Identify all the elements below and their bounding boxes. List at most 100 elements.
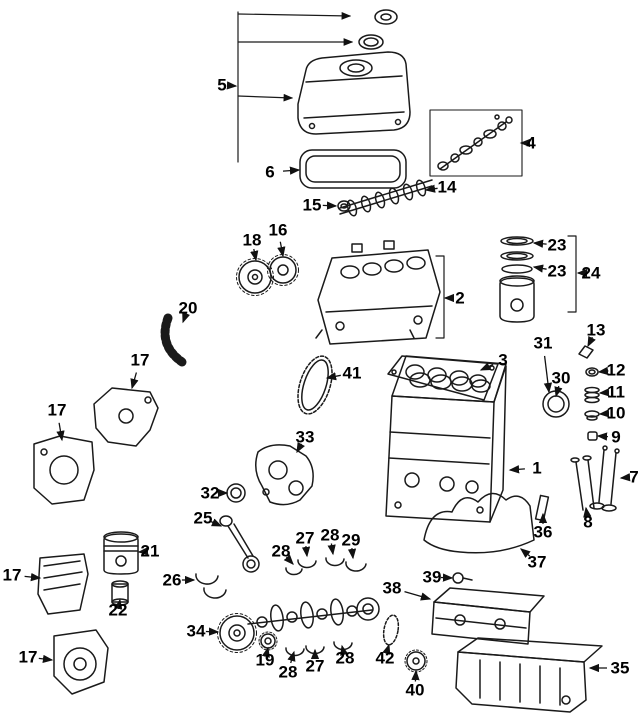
leader-line-5-0 [226, 81, 238, 90]
callout-9-22: 9 [611, 427, 621, 447]
callout-17-49: 17 [18, 647, 38, 667]
rocker-assembly-art [429, 109, 523, 177]
leader-line-1-25 [508, 465, 525, 474]
leader-line-37-31 [519, 548, 531, 558]
oil-cap-art [358, 9, 398, 50]
callout-28-45: 28 [335, 648, 355, 668]
callout-17-21: 17 [47, 400, 67, 420]
callout-24-9: 24 [581, 263, 601, 283]
callout-28-43: 28 [278, 662, 298, 682]
bracket-5 [237, 11, 354, 163]
leader-line-13-12 [587, 336, 596, 348]
leader-line-29-35 [347, 548, 357, 560]
leader-line-17-49 [38, 654, 54, 664]
callout-41-15: 41 [342, 363, 362, 383]
leader-line-28-33 [283, 554, 294, 565]
oil-pan-art [455, 637, 603, 713]
leader-line-20-11 [182, 312, 191, 324]
leader-line-30-16 [554, 385, 563, 398]
callout-23-7: 23 [547, 235, 567, 255]
valve-cover-art [297, 51, 411, 135]
shield-plate-art [37, 553, 109, 695]
callout-42-46: 42 [375, 648, 395, 668]
leader-line-15-4 [322, 201, 338, 210]
callout-34-41: 34 [186, 621, 206, 641]
callout-17-36: 17 [2, 565, 22, 585]
cylinder-head-art [315, 240, 445, 345]
callout-13-12: 13 [586, 320, 606, 340]
callout-16-5: 16 [268, 220, 288, 240]
leader-line-27-32 [301, 546, 311, 558]
callout-8-27: 8 [583, 512, 593, 532]
callout-39-40: 39 [422, 567, 442, 587]
callout-11-19: 11 [607, 382, 625, 402]
valves-art [570, 445, 620, 512]
camshaft-art [337, 179, 433, 217]
callout-1-25: 1 [532, 458, 542, 478]
callout-29-35: 29 [341, 530, 361, 550]
callout-21-30: 21 [140, 541, 160, 561]
leader-line-8-27 [583, 506, 592, 518]
callout-28-34: 28 [320, 525, 340, 545]
leader-line-22-38 [114, 598, 123, 610]
manifold-art [423, 492, 550, 554]
leader-line-14-3 [424, 184, 438, 193]
callout-20-11: 20 [178, 298, 198, 318]
callout-15-4: 15 [302, 195, 322, 215]
callout-33-23: 33 [295, 427, 315, 447]
leader-line-17-18 [130, 372, 139, 390]
leader-line-11-19 [598, 388, 610, 397]
callout-28-33: 28 [271, 541, 291, 561]
leader-line-19-42 [261, 646, 270, 658]
callout-37-31: 37 [527, 552, 547, 572]
piston2-art [103, 531, 139, 606]
callout-14-3: 14 [437, 177, 457, 197]
conrod-art [195, 515, 260, 599]
leader-line-25-29 [210, 518, 223, 527]
leader-line-3-13 [479, 362, 494, 371]
callout-6-2: 6 [265, 162, 275, 182]
leader-line-9-22 [596, 432, 608, 441]
callout-5-0: 5 [217, 75, 227, 95]
leader-line-34-41 [205, 627, 220, 636]
callout-27-32: 27 [295, 528, 315, 548]
callout-35-48: 35 [610, 658, 630, 678]
callout-12-17: 12 [606, 360, 626, 380]
leader-line-33-23 [296, 442, 305, 454]
leader-line-16-5 [277, 241, 286, 258]
upper-pan-art [431, 572, 545, 645]
leader-line-7-24 [619, 473, 631, 482]
callout-3-13: 3 [498, 350, 508, 370]
callout-36-28: 36 [533, 522, 553, 542]
piston-rings-art [499, 235, 577, 323]
cam-gear-art [236, 254, 299, 296]
leader-line-17-21 [56, 422, 65, 442]
timing-cover-upper-art [93, 387, 159, 447]
leader-lines [24, 81, 631, 682]
leader-line-12-17 [597, 366, 609, 376]
leader-line-17-36 [24, 572, 42, 582]
engine-block-art [385, 355, 507, 523]
leader-line-23-8 [532, 264, 547, 273]
timing-cover-left-art [33, 435, 95, 505]
callout-26-37: 26 [162, 570, 182, 590]
callout-30-16: 30 [551, 368, 571, 388]
small-belt-art [297, 355, 333, 415]
leader-line-28-43 [287, 650, 296, 664]
valve-cover-gasket-art [299, 149, 407, 189]
leader-line-10-20 [598, 409, 610, 418]
leader-line-42-46 [382, 643, 391, 655]
oil-pump-art [226, 444, 314, 506]
leader-line-23-7 [532, 239, 547, 248]
leader-line-39-40 [440, 573, 454, 582]
leader-line-38-39 [404, 590, 432, 601]
callout-19-42: 19 [255, 650, 275, 670]
leader-line-41-15 [325, 372, 341, 381]
callout-22-38: 22 [108, 600, 128, 620]
leader-line-6-2 [282, 166, 301, 175]
callout-25-29: 25 [193, 508, 213, 528]
callout-18-6: 18 [242, 230, 262, 250]
leader-line-28-34 [327, 543, 336, 556]
